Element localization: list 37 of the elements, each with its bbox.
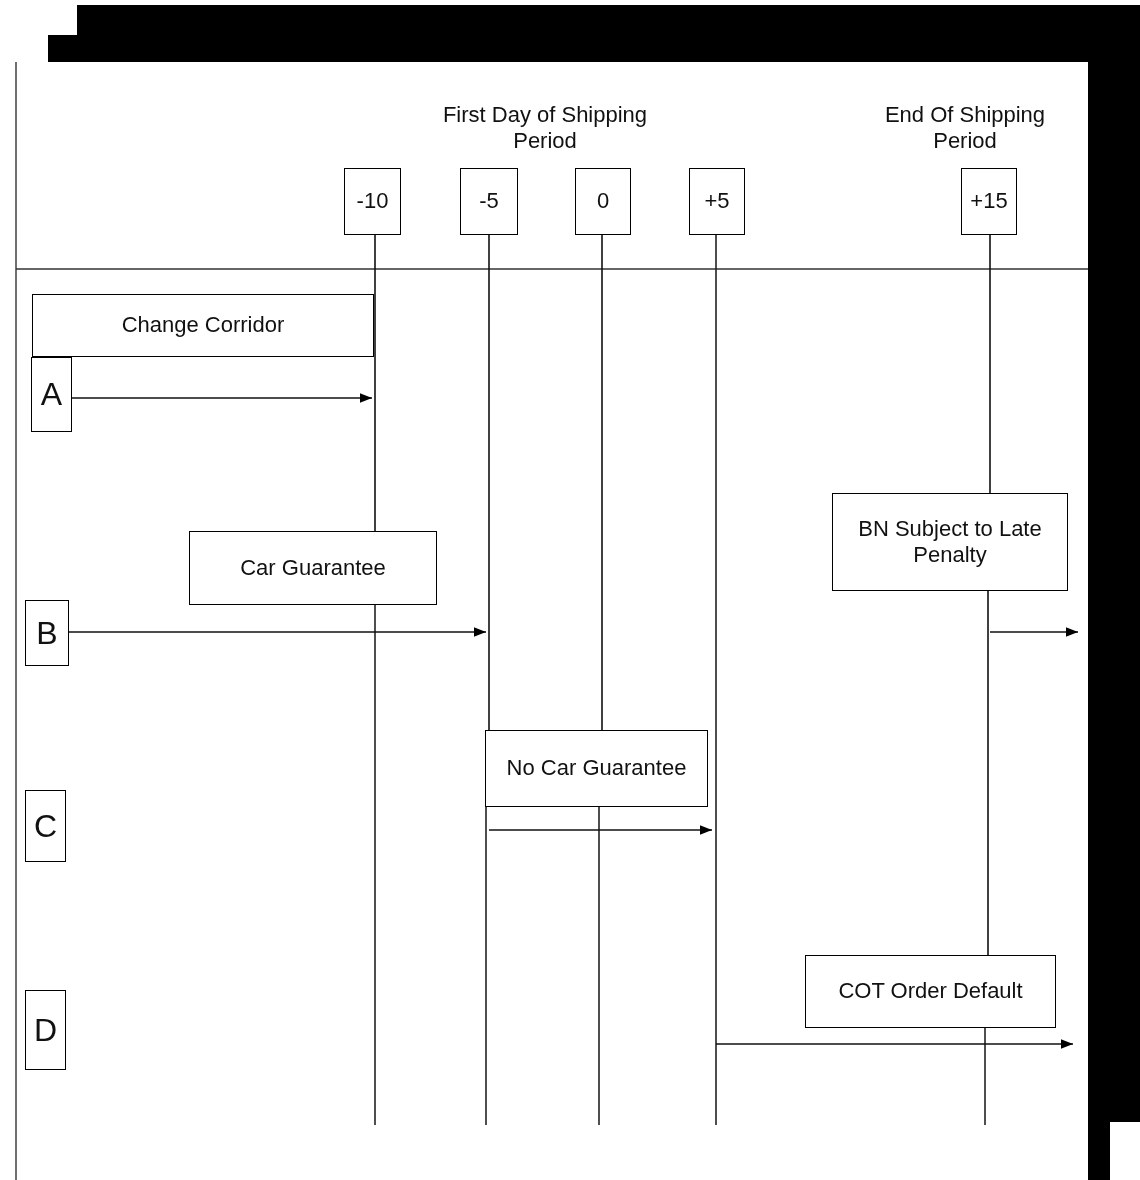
day-number: +15 <box>969 188 1009 215</box>
row-letter-box <box>25 600 69 666</box>
timeline-line <box>601 234 603 731</box>
day-marker-box <box>344 168 401 235</box>
period-label-box <box>485 730 708 807</box>
period-label-box <box>832 493 1068 591</box>
timeline-line <box>989 234 991 494</box>
arrow <box>71 393 373 403</box>
row-letter: C <box>32 806 59 846</box>
row-letter-box <box>25 990 66 1070</box>
row-letter-box <box>25 790 66 862</box>
day-number: -10 <box>355 188 390 215</box>
row-letter: B <box>35 613 59 653</box>
period-label-box <box>805 955 1056 1028</box>
day-marker-box <box>961 168 1017 235</box>
arrow <box>68 627 487 637</box>
day-marker-box <box>460 168 518 235</box>
row-letter-box <box>31 357 72 432</box>
period-label: BN Subject to Late Penalty <box>857 515 1043 569</box>
period-label-box <box>32 294 374 357</box>
row-letter: A <box>39 375 64 414</box>
day-number: 0 <box>595 188 611 215</box>
period-label: Car Guarantee <box>239 554 387 582</box>
period-label: No Car Guarantee <box>505 755 688 782</box>
period-label: COT Order Default <box>837 978 1024 1005</box>
day-number: +5 <box>703 188 731 215</box>
period-caption: First Day of Shipping Period <box>441 102 649 154</box>
period-label-box <box>189 531 437 605</box>
period-caption: End Of Shipping Period <box>883 102 1047 154</box>
timeline-line <box>987 590 989 956</box>
day-marker-box <box>689 168 745 235</box>
day-marker-box <box>575 168 631 235</box>
period-label: Change Corridor <box>120 312 286 339</box>
row-letter: D <box>32 1010 59 1050</box>
timeline-line <box>488 234 490 731</box>
timeline-line <box>374 234 376 532</box>
day-number: -5 <box>478 188 500 215</box>
